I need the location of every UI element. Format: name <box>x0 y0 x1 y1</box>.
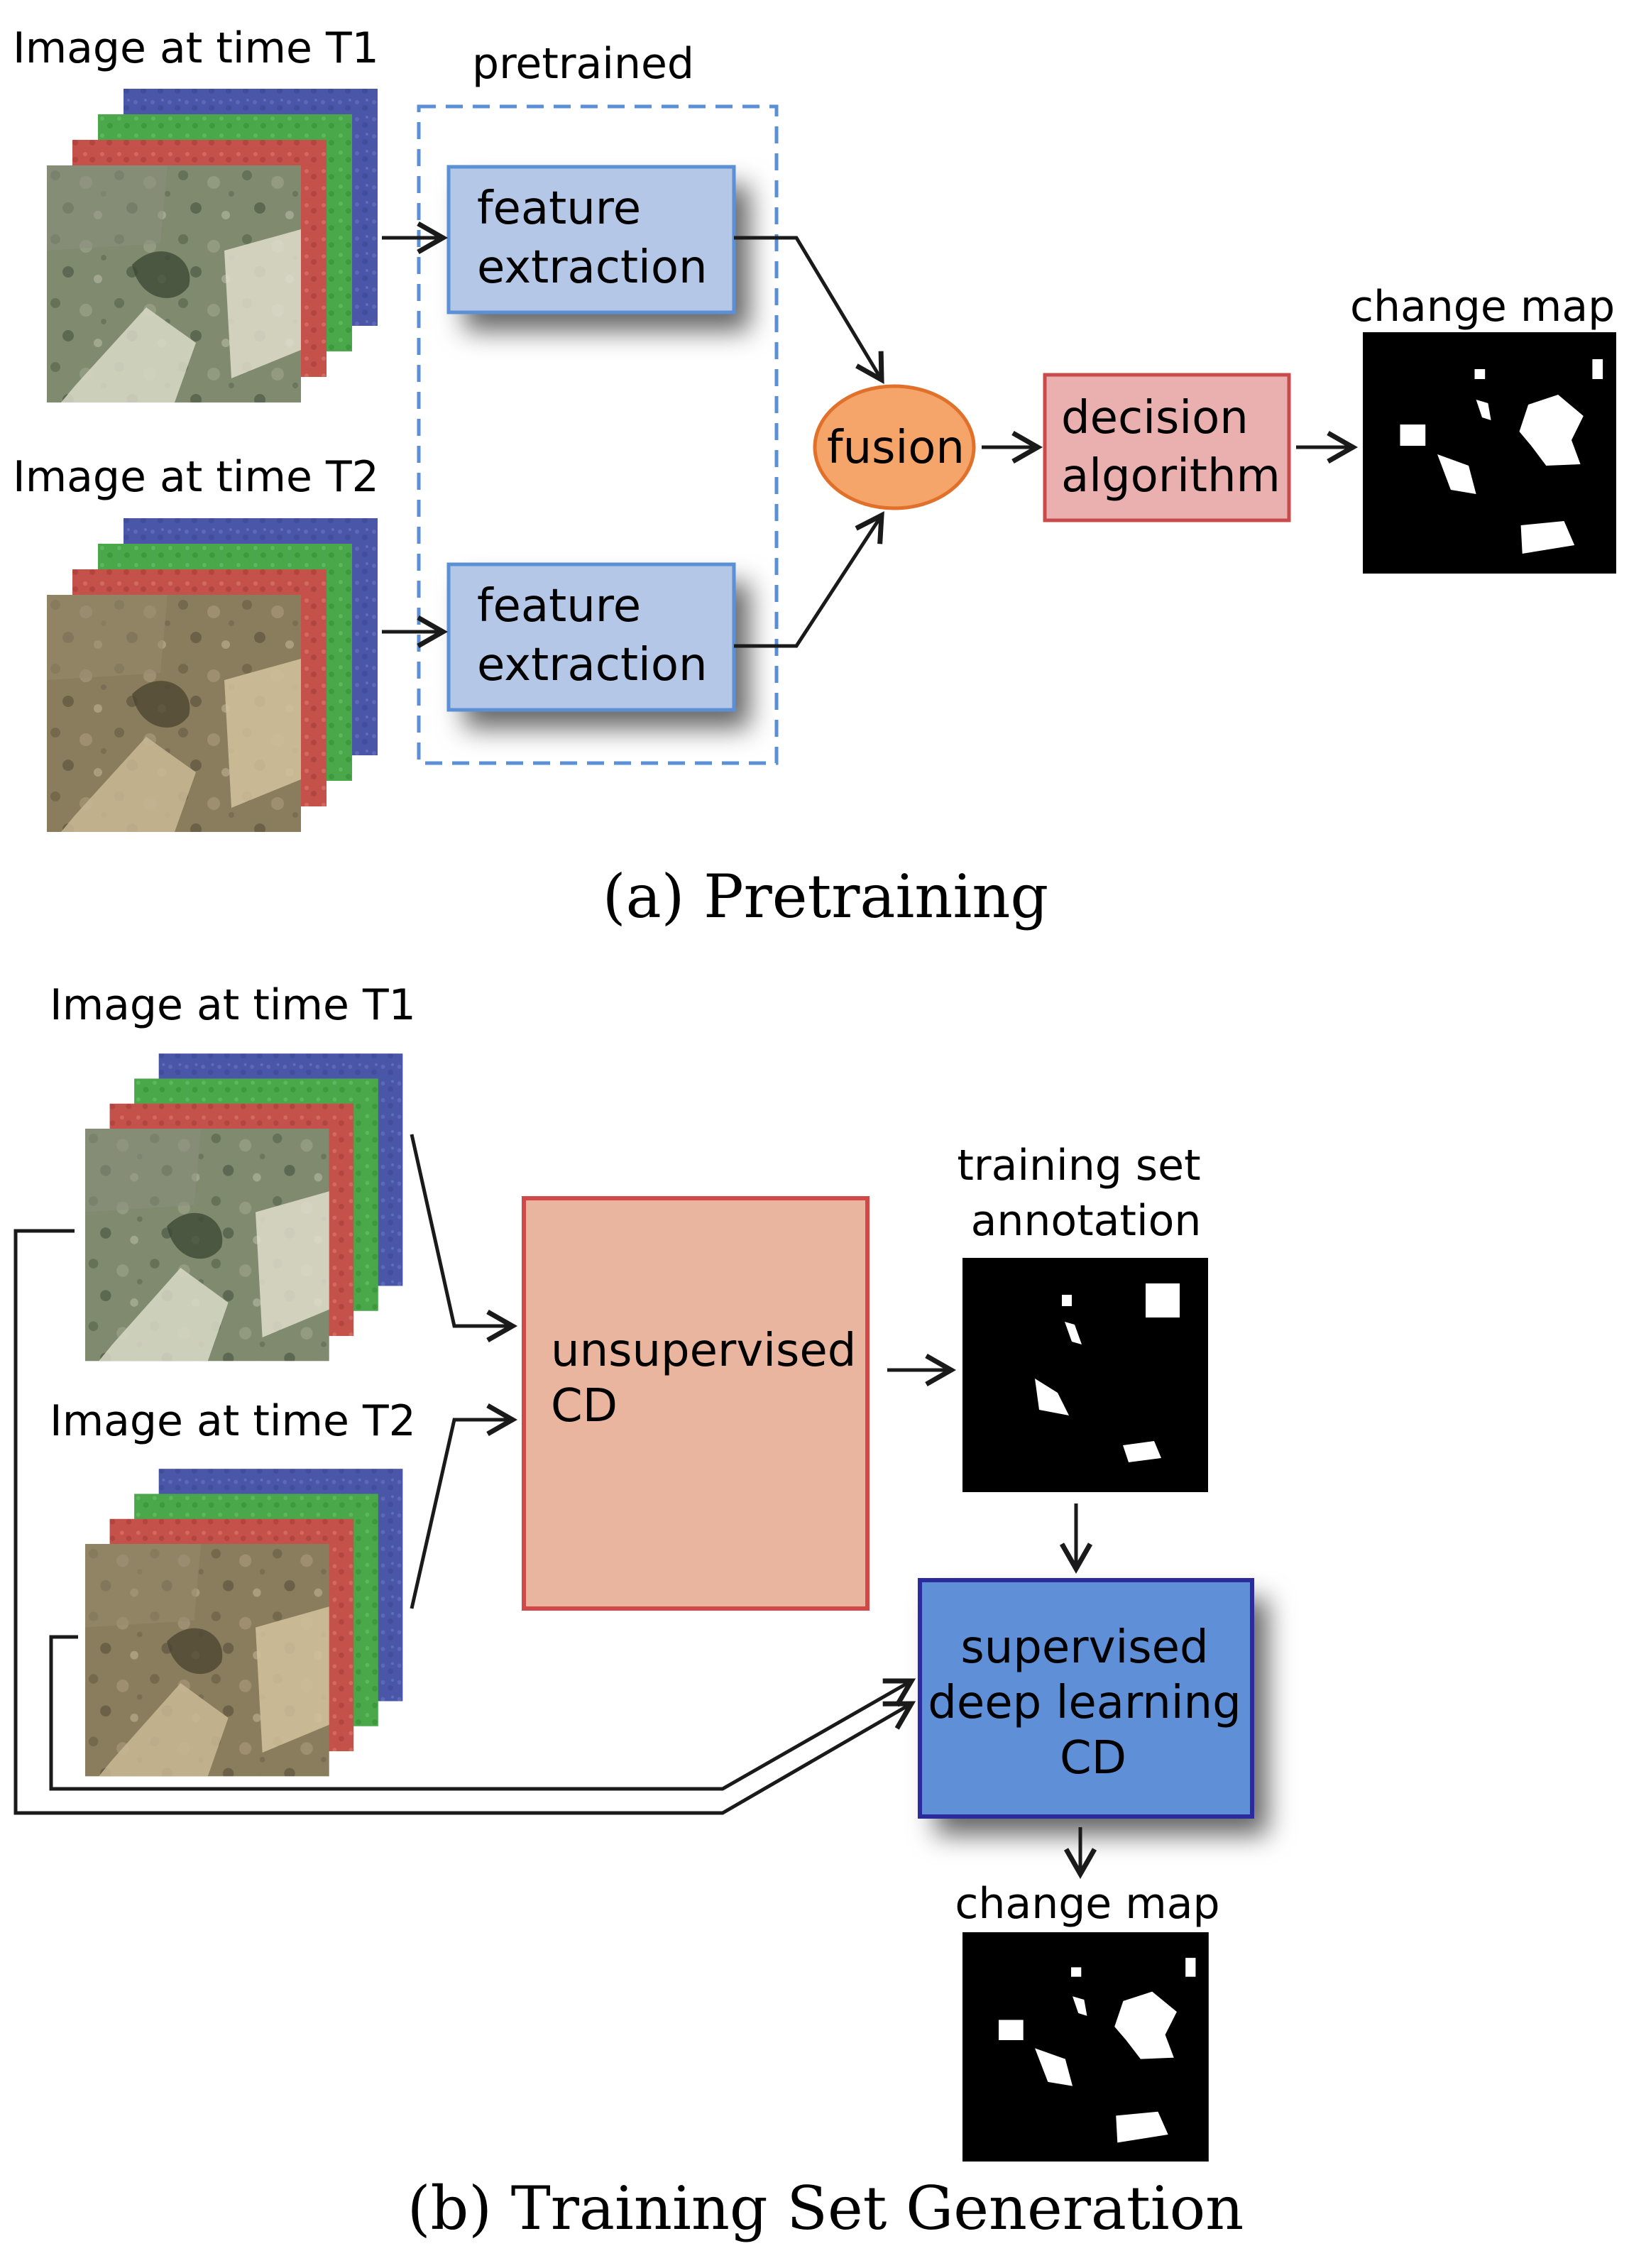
supervised-label-line2: deep learning <box>928 1677 1241 1729</box>
training-arrows <box>13 1134 1097 1880</box>
final-change-map-image <box>962 1932 1209 2162</box>
fusion-label: fusion <box>827 422 965 474</box>
t1-label: Image at time T1 <box>13 23 379 73</box>
decision-border <box>1043 373 1291 522</box>
pretrained-dashed-box <box>417 104 779 765</box>
caption-training: (b) Training Set Generation <box>407 2174 1244 2243</box>
image-stack-t2 <box>47 518 378 832</box>
decision-algorithm-box: decision algorithm <box>1043 373 1291 522</box>
arrow-t2-bypass-to-supervised <box>49 1635 916 1791</box>
image-stack-t2 <box>85 1469 403 1777</box>
arrow-t1-bypass-to-supervised <box>13 1229 916 1815</box>
arrow-t1-to-unsup <box>410 1134 518 1343</box>
image-stack-t1 <box>47 89 378 402</box>
change-map-background <box>1363 332 1616 574</box>
decision-rect <box>1045 375 1289 520</box>
unsupervised-label-line2: CD <box>551 1380 618 1432</box>
feature-extraction-rect <box>449 167 734 312</box>
feature-label-line2: extraction <box>477 241 708 294</box>
change-map-image <box>1363 332 1616 574</box>
fusion-ellipse <box>815 386 974 508</box>
feature-extraction-box-top: feature extraction <box>446 165 736 314</box>
training-panel: Image at time T1 Image at time T2 unsupe… <box>13 980 1254 2243</box>
unsupervised-label-line1: unsupervised <box>551 1325 856 1377</box>
change-map-label: change map <box>1350 282 1615 332</box>
change-map-label: change map <box>955 1879 1219 1929</box>
unsupervised-cd-box: unsupervised CD <box>522 1196 870 1611</box>
decision-label-line2: algorithm <box>1061 450 1280 503</box>
arrow-feature-to-fusion-bottom <box>734 511 884 648</box>
pretraining-panel: Image at time T1 Image at time T2 pretra… <box>13 23 1616 931</box>
supervised-cd-box: supervised deep learning CD <box>918 1578 1254 1819</box>
feature-label-line2: extraction <box>477 639 708 691</box>
fusion-node: fusion <box>813 384 976 510</box>
t1-label: Image at time T1 <box>50 980 416 1030</box>
supervised-label-line1: supervised <box>960 1621 1208 1674</box>
image-stack-t1 <box>85 1053 403 1362</box>
unsupervised-border <box>522 1196 870 1611</box>
fusion-ellipse-border <box>813 384 976 510</box>
annotation-label-line1: training set <box>957 1141 1200 1190</box>
annotation-label-line2: annotation <box>971 1196 1202 1246</box>
arrow-t2-to-unsup <box>410 1403 518 1609</box>
feature-label-line1: feature <box>477 580 641 632</box>
pretraining-arrows <box>382 221 1359 649</box>
supervised-border <box>918 1578 1254 1819</box>
feature-extraction-box-bottom: feature extraction <box>446 562 736 712</box>
training-annotation-map <box>962 1258 1208 1492</box>
feature-extraction-rect <box>449 564 734 710</box>
t2-label: Image at time T2 <box>50 1396 416 1446</box>
supervised-rect <box>920 1580 1252 1817</box>
feature-extraction-border <box>446 562 736 712</box>
feature-label-line1: feature <box>477 182 641 235</box>
unsupervised-rect <box>524 1198 867 1609</box>
arrow-feature-to-fusion-top <box>734 236 884 385</box>
t2-label: Image at time T2 <box>13 452 379 502</box>
caption-pretraining: (a) Pretraining <box>603 862 1048 931</box>
pretrained-label: pretrained <box>472 39 694 89</box>
final-change-map-background <box>962 1932 1209 2162</box>
supervised-label-line3: CD <box>1060 1732 1126 1785</box>
decision-label-line1: decision <box>1061 392 1249 444</box>
